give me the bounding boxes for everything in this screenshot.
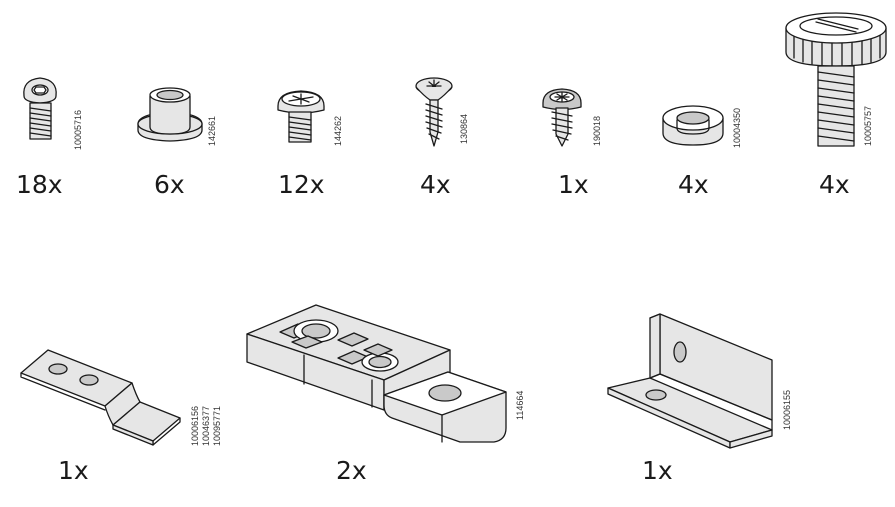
quantity-label: 4x (420, 170, 451, 199)
part-number: 10006155 (782, 389, 792, 430)
quantity-label: 2x (336, 456, 367, 485)
quantity-label: 1x (58, 456, 89, 485)
quantity-label: 4x (678, 170, 709, 199)
quantity-label: 1x (558, 170, 589, 199)
quantity-label: 4x (819, 170, 850, 199)
quantity-label: 1x (642, 456, 673, 485)
quantity-label: 18x (16, 170, 63, 199)
quantity-label: 12x (278, 170, 325, 199)
quantity-label: 6x (154, 170, 185, 199)
